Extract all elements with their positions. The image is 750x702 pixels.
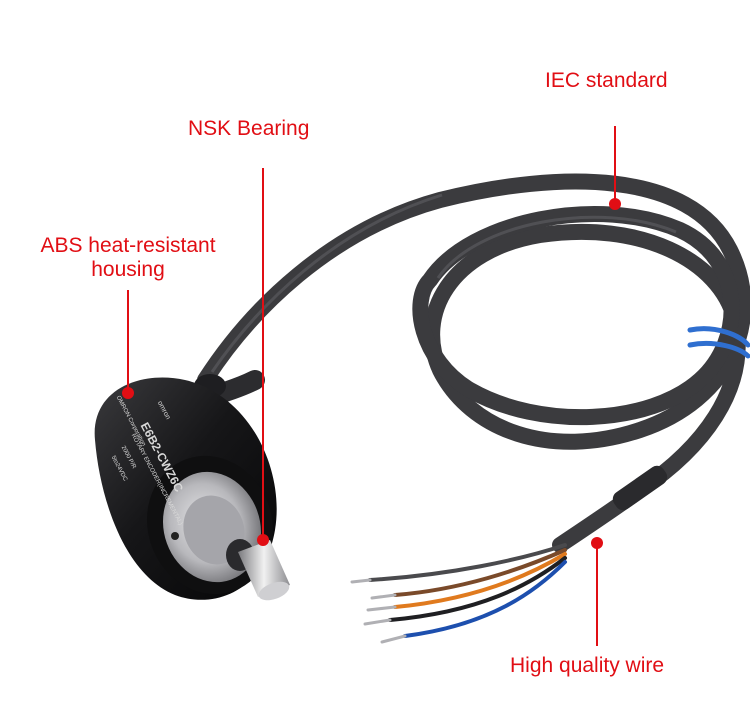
abs-housing-label-line2: housing — [91, 258, 165, 281]
cable-sleeve — [612, 465, 668, 511]
high-quality-wire-label: High quality wire — [510, 654, 665, 677]
wire-bundle — [368, 543, 567, 638]
iec-standard-label: IEC standard — [545, 69, 668, 92]
callout-markers — [122, 126, 621, 646]
wire-tips — [350, 578, 407, 644]
nsk-bearing-label: NSK Bearing — [188, 117, 310, 140]
abs-housing-label: ABS heat-resistant housing — [12, 234, 244, 282]
encoder-body — [94, 377, 277, 600]
encoder-shaft — [238, 540, 290, 601]
abs-housing-label-line1: ABS heat-resistant — [40, 234, 216, 257]
cable-coil — [197, 173, 750, 553]
cable-tie — [687, 326, 750, 359]
